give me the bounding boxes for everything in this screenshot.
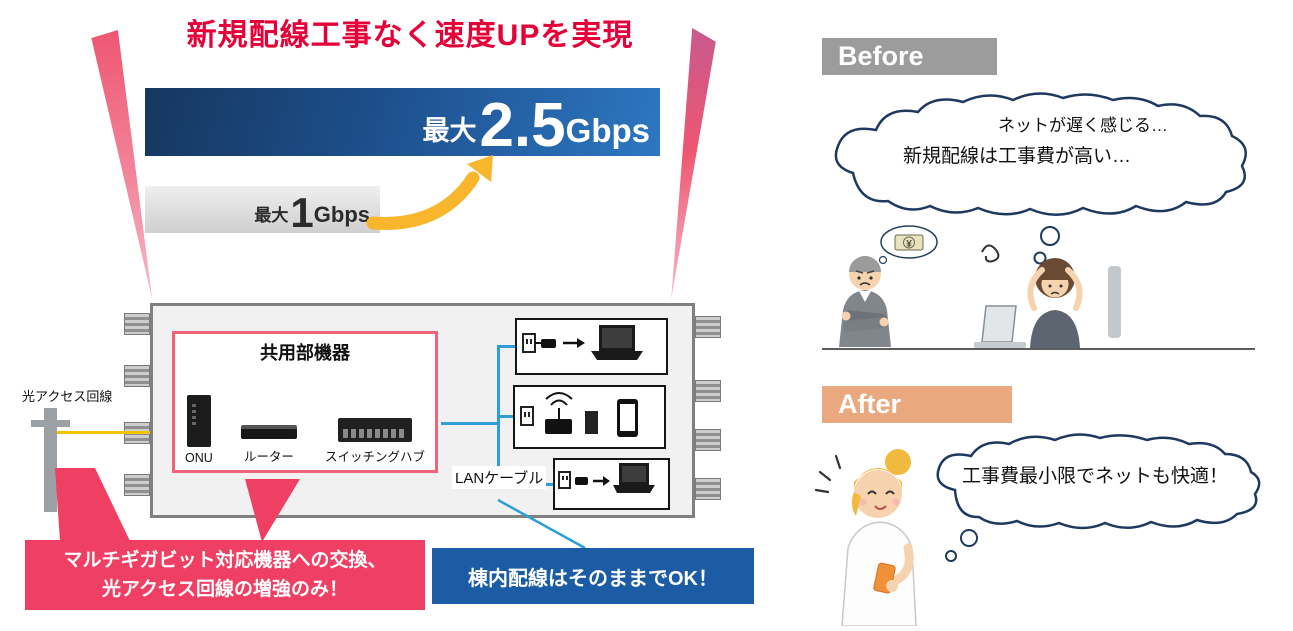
balcony-fin (695, 380, 721, 402)
device-label: ONU (185, 451, 213, 465)
thought-bubble-dot (945, 550, 957, 562)
wall-outlet-icon (520, 406, 534, 426)
smartphone-icon (617, 399, 638, 437)
money-note-icon (894, 234, 924, 251)
wifi-router-icon (545, 392, 573, 434)
laptop-icon (974, 305, 1026, 348)
room1-devices (522, 325, 643, 360)
balcony-fin (124, 474, 150, 496)
device-label: スイッチングハブ (324, 450, 425, 464)
fiber-line (57, 431, 150, 434)
thought-bubble-dot (1040, 226, 1060, 246)
page-title: 新規配線工事なく速度UPを実現 (186, 19, 634, 52)
callout-line1: マルチギガビット対応機器への交換、 (63, 549, 387, 571)
media-converter-icon (575, 477, 588, 485)
media-converter-icon (541, 339, 556, 348)
device-switch: スイッチングハブ (325, 418, 425, 465)
callout-line2: 光アクセス回線の増強のみ！ (101, 579, 349, 600)
device-label: ルーター (243, 450, 294, 464)
optical-access-label: 光アクセス回線 (22, 389, 113, 404)
lan-line-room2 (497, 415, 515, 418)
balcony-fin (695, 316, 721, 338)
after-badge: After (822, 386, 1012, 423)
device-row: ONU ルーター スイッチングハブ (175, 395, 435, 465)
spotlight-beam-right (671, 28, 716, 300)
before-badge: Before (822, 38, 997, 75)
wall-outlet-icon (522, 333, 536, 353)
speed-before-unit: Gbps (313, 202, 370, 227)
laptop-icon (591, 325, 643, 360)
wall-outlet-icon (558, 471, 571, 489)
shared-equipment-title: 共用部機器 (260, 343, 350, 363)
device-onu: ONU (185, 395, 213, 465)
pc-tower-icon (585, 411, 598, 434)
sparkle-icon (814, 454, 842, 494)
shared-equipment-box: 共用部機器 ONU ルーター スイッチングハブ (172, 331, 438, 473)
speed-after-unit: Gbps (565, 112, 650, 149)
frustrated-woman-illustration (974, 244, 1121, 348)
wiring-ok-callout: 棟内配線はそのままでOK！ (432, 548, 754, 604)
room2-devices (520, 392, 638, 437)
before-thought-line2: 新規配線は工事費が高い… (903, 146, 1132, 167)
replace-equipment-callout: マルチギガビット対応機器への交換、 光アクセス回線の増強のみ！ (25, 540, 425, 610)
router-icon (240, 425, 297, 439)
speed-up-arrow-icon (366, 155, 493, 230)
balcony-fin (695, 429, 721, 451)
after-thought-cloud (936, 433, 1261, 562)
device-router: ルーター (240, 425, 297, 465)
speed-before-value: 1 (290, 189, 314, 237)
chair-back (1108, 266, 1121, 338)
thought-bubble-dot (960, 529, 978, 547)
speed-after-prefix: 最大 (422, 116, 477, 146)
thought-bubble-dot (1033, 251, 1047, 265)
balcony-fin (124, 365, 150, 387)
room-unit-3 (553, 458, 670, 510)
utility-pole-icon (44, 408, 57, 512)
room-unit-2 (513, 385, 666, 449)
before-thought-line1: ネットが遅く感じる… (998, 116, 1168, 135)
desk-divider-line (822, 348, 1255, 350)
speed-before-prefix: 最大 (254, 206, 289, 225)
lan-line-room1 (497, 345, 517, 348)
after-thought-text: 工事費最小限でネットも快適！ (962, 466, 1229, 487)
room3-devices (558, 463, 655, 493)
speed-after-value: 2.5 (479, 91, 566, 161)
laptop-icon (613, 463, 655, 493)
lan-line-horizontal (441, 422, 500, 425)
lan-callout-pointer (497, 498, 586, 550)
worried-man-illustration: ¥ (839, 225, 938, 347)
confusion-swirl-icon (981, 244, 1000, 263)
onu-icon (186, 395, 211, 447)
balcony-fin (124, 313, 150, 335)
speed-bar-before: 最大 1 Gbps (145, 186, 380, 237)
speed-bar-after: 最大 2.5 Gbps (145, 88, 660, 161)
balcony-fin (695, 478, 721, 500)
spotlight-beam-left (91, 30, 153, 300)
switching-hub-icon (337, 418, 412, 442)
yen-symbol: ¥ (906, 239, 912, 250)
lan-cable-label: LANケーブル (452, 466, 547, 489)
room-unit-1 (515, 318, 668, 375)
happy-woman-illustration (814, 449, 917, 626)
pink-callout-tails (55, 468, 300, 542)
before-thought-cloud (834, 92, 1247, 265)
